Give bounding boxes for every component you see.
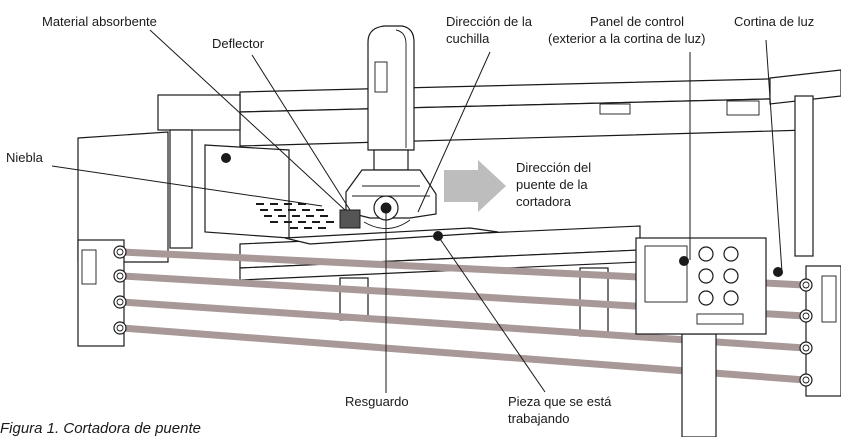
leader-dots: [221, 153, 783, 277]
label-direccion-cuchilla: Dirección de la cuchilla: [446, 14, 536, 46]
label-niebla: Niebla: [6, 150, 44, 165]
leader-dot: [433, 231, 443, 241]
mist: [256, 203, 334, 229]
figure-caption: Figura 1. Cortadora de puente: [0, 420, 201, 437]
direction-arrow: [444, 160, 506, 212]
label-material-absorbente: Material absorbente: [42, 14, 157, 29]
light-curtain-left-post: [77, 239, 127, 347]
absorbent-panel: [77, 131, 290, 263]
label-cortina-luz: Cortina de luz: [734, 14, 814, 29]
label-resguardo: Resguardo: [345, 394, 409, 409]
leader-dot: [679, 256, 689, 266]
label-panel-control: Panel de control (exterior a la cortina …: [548, 14, 706, 46]
cutting-table: [239, 225, 641, 337]
leader-dot: [221, 153, 231, 163]
label-deflector: Deflector: [212, 36, 265, 51]
label-direccion-puente: Dirección del puente de la cortadora: [516, 160, 595, 209]
label-pieza: Pieza que se está trabajando: [508, 394, 615, 426]
light-curtain-right-post: [799, 265, 841, 397]
control-panel: [635, 237, 767, 437]
leader-dot: [381, 203, 391, 213]
leader-dot: [773, 267, 783, 277]
cutting-head: [339, 25, 437, 229]
leader-lines: [51, 29, 783, 393]
